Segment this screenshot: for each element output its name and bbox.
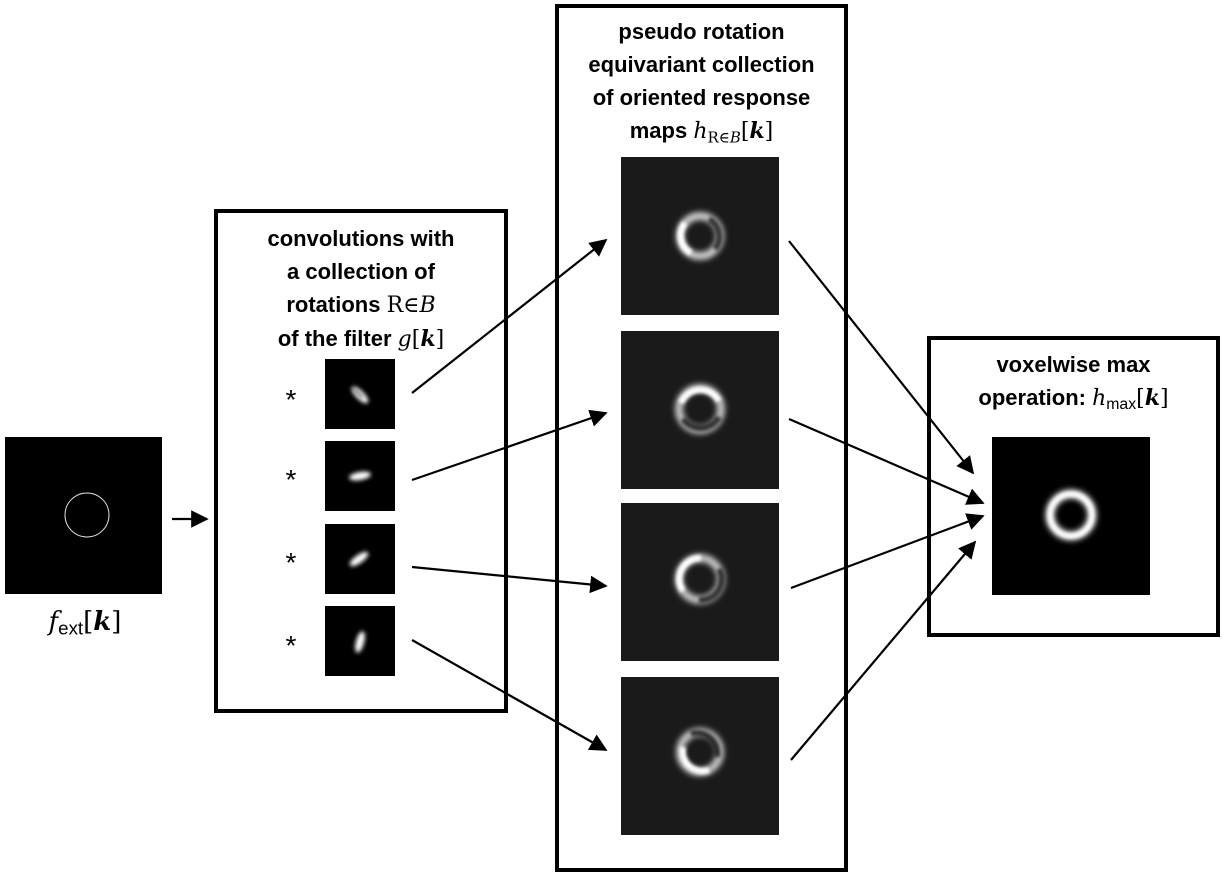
asterisk-icon: *	[285, 547, 297, 578]
filter-title-line-2: a collection of	[287, 259, 435, 284]
arrow-icon	[790, 540, 977, 761]
response-map-4	[621, 677, 779, 835]
filter-image-4	[325, 606, 395, 676]
max-title-line-1: voxelwise max	[996, 352, 1151, 377]
max-box-title: voxelwise max operation: hmax[k]	[931, 348, 1216, 421]
filter-image-3	[325, 524, 395, 594]
filter-image-2	[325, 441, 395, 511]
filter-title-line-1: convolutions with	[267, 226, 455, 251]
response-box	[555, 4, 848, 872]
input-caption: fext[k]	[48, 607, 122, 639]
arrow-icon	[411, 639, 608, 751]
asterisk-icon: *	[285, 384, 297, 415]
arrow-icon	[411, 238, 608, 394]
max-title-line-2: operation: hmax[k]	[978, 385, 1169, 413]
max-box	[927, 336, 1220, 637]
response-map-2	[621, 331, 779, 489]
filter-image-1	[325, 359, 395, 429]
arrow-icon	[411, 565, 608, 594]
response-title-line-1: pseudo rotation	[618, 19, 785, 44]
response-map-3	[621, 503, 779, 661]
max-response-image	[992, 437, 1150, 595]
filter-title-line-3: rotations R∈B	[286, 292, 436, 318]
response-box-title: pseudo rotation equivariant collection o…	[559, 15, 844, 154]
arrow-icon	[790, 513, 985, 590]
input-image	[5, 437, 162, 594]
arrow-icon	[788, 417, 985, 505]
response-title-line-2: equivariant collection	[588, 52, 815, 77]
filter-box	[214, 209, 508, 713]
response-title-line-3: of oriented response	[592, 85, 811, 110]
response-title-line-4: maps hR∈B[k]	[629, 118, 774, 147]
filter-box-title: convolutions with a collection of rotati…	[218, 222, 504, 356]
asterisk-icon: *	[285, 464, 297, 495]
filter-title-line-4: of the filter g[k]	[277, 326, 445, 352]
arrow-icon	[788, 240, 975, 475]
arrow-icon	[411, 409, 608, 482]
response-map-1	[621, 157, 779, 315]
asterisk-icon: *	[285, 630, 297, 661]
